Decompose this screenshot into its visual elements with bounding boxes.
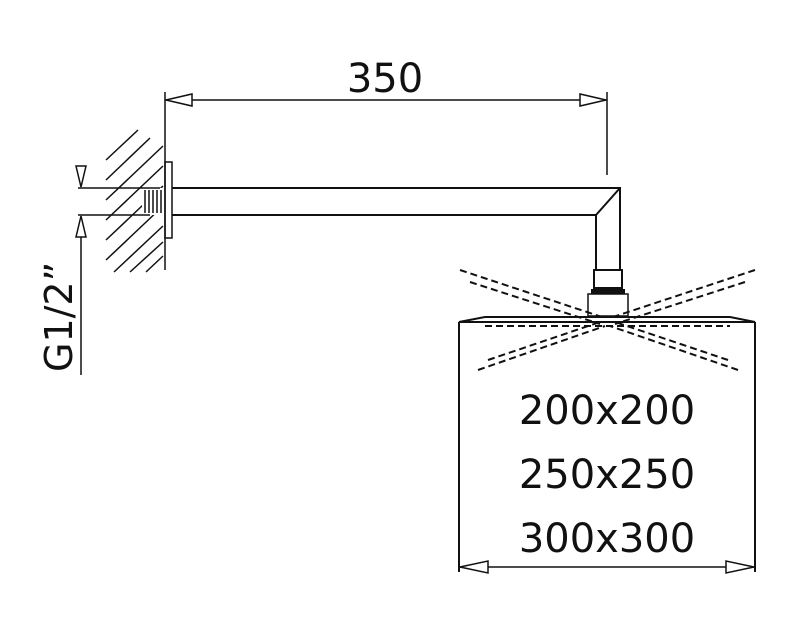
thread-label: G1/2”: [37, 262, 81, 372]
ball-joint: [587, 269, 629, 317]
wall-flange: [142, 161, 173, 239]
head-size-2: 250x250: [519, 452, 695, 498]
arm-length-dimension: 350: [164, 56, 608, 270]
thread-dimension: G1/2”: [37, 165, 160, 375]
head-size-3: 300x300: [519, 516, 695, 562]
thread: [142, 188, 164, 215]
shower-arm: [172, 187, 621, 270]
tilt-positions: [459, 269, 756, 371]
head-size-1: 200x200: [519, 388, 695, 434]
shower-head: [458, 316, 756, 572]
head-size-dimension: 200x200 250x250 300x300: [459, 388, 755, 574]
arm-length-label: 350: [347, 56, 423, 102]
